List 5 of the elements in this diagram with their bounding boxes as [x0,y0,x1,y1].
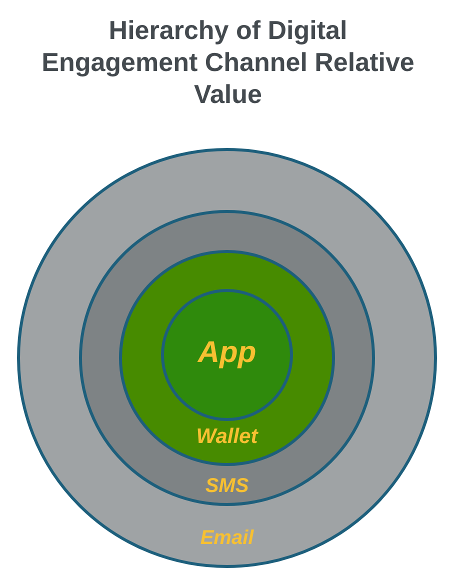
channel-label: Wallet [196,425,258,449]
diagram-title: Hierarchy of Digital Engagement Channel Relative Value [40,14,416,110]
channel-label: App [198,336,256,370]
channel-label: Email [200,527,254,550]
channel-label: SMS [205,475,249,498]
